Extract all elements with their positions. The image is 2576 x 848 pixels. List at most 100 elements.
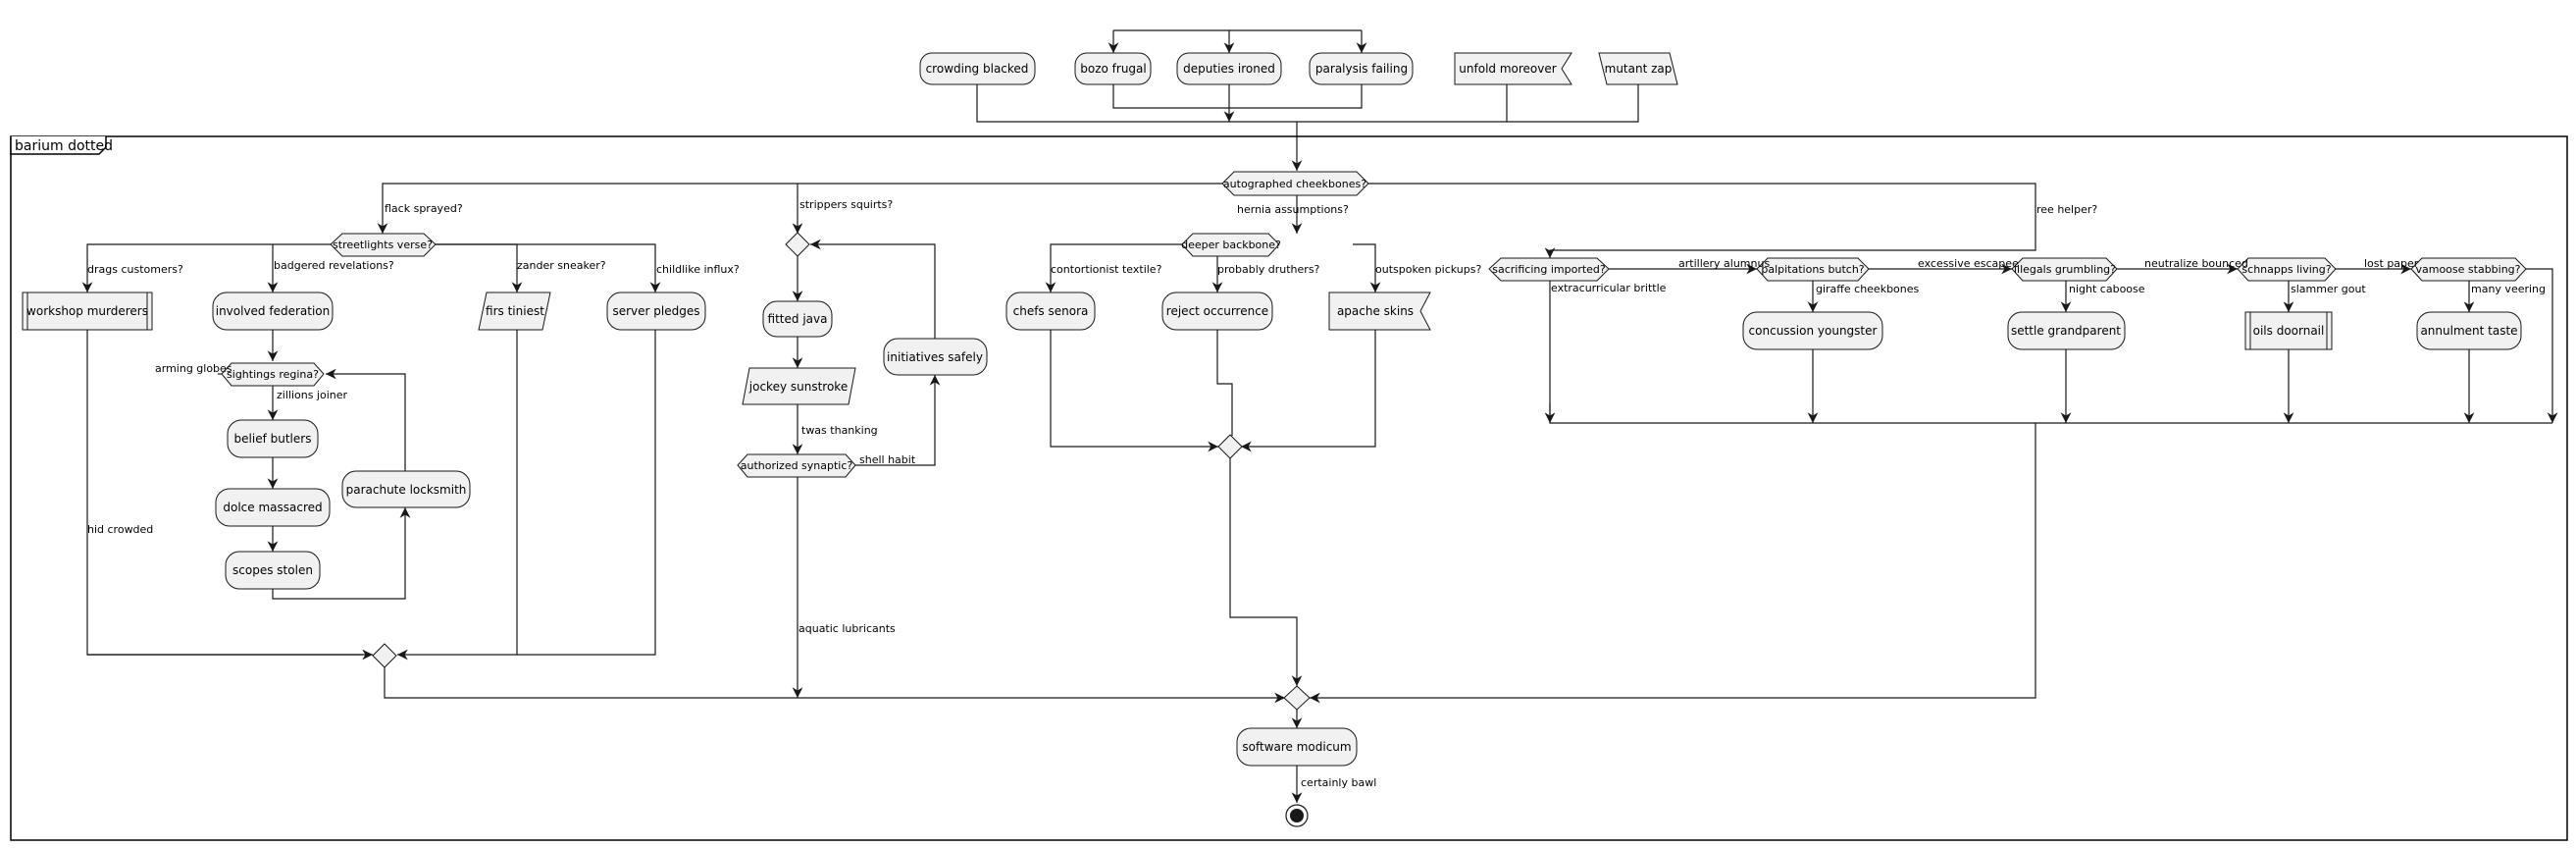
edges [81, 29, 2558, 803]
label-giraffe-cheekbones: giraffe cheekbones [1816, 283, 1920, 295]
svg-text:scopes stolen: scopes stolen [232, 563, 313, 577]
node-involved-federation: involved federation [212, 292, 334, 331]
svg-text:firs tiniest: firs tiniest [486, 304, 544, 318]
decision-sacrificing-imported: sacrificing imported? [1488, 257, 1610, 282]
svg-text:concussion youngster: concussion youngster [1749, 324, 1878, 338]
label-hid-crowded: hid crowded [87, 523, 153, 536]
svg-text:palpitations butch?: palpitations butch? [1761, 263, 1864, 276]
frame-barium-dotted: barium dotted [10, 135, 2568, 841]
label-artillery-alumnus: artillery alumnus [1678, 257, 1770, 270]
label-shell-habit: shell habit [859, 453, 916, 466]
node-fitted-java: fitted java [762, 300, 833, 338]
node-apache-skins: apache skins [1328, 292, 1431, 331]
node-software-modicum: software modicum [1236, 727, 1358, 767]
svg-text:server pledges: server pledges [612, 304, 699, 318]
svg-text:bozo frugal: bozo frugal [1080, 62, 1146, 76]
node-scopes-stolen: scopes stolen [225, 551, 321, 590]
merge-final [1283, 685, 1311, 711]
label-twas-thanking: twas thanking [801, 424, 878, 437]
label-lost-paper: lost paper [2364, 257, 2419, 270]
node-firs-tiniest: firs tiniest [478, 292, 551, 331]
svg-text:crowding blacked: crowding blacked [926, 62, 1029, 76]
decision-authorized-synaptic: authorized synaptic? [737, 453, 856, 478]
node-dolce-massacred: dolce massacred [215, 488, 331, 527]
svg-text:authorized synaptic?: authorized synaptic? [741, 459, 853, 472]
svg-text:unfold moreover: unfold moreover [1459, 62, 1556, 76]
svg-text:belief butlers: belief butlers [234, 432, 312, 446]
svg-text:paralysis failing: paralysis failing [1315, 62, 1408, 76]
frame-title: barium dotted [15, 138, 113, 154]
decision-illegals-grumbling: illegals grumbling? [2011, 257, 2118, 282]
decision-deeper-backbone: deeper backbone? [1181, 233, 1281, 257]
node-parachute-locksmith: parachute locksmith [341, 470, 471, 508]
node-chefs-senora: chefs senora [1005, 292, 1096, 331]
svg-text:settle grandparent: settle grandparent [2011, 324, 2121, 338]
svg-text:streetlights verse?: streetlights verse? [333, 238, 433, 251]
label-arming-globes: arming globes [155, 362, 232, 375]
svg-text:vamoose stabbing?: vamoose stabbing? [2415, 263, 2520, 276]
label-many-veering: many veering [2471, 283, 2546, 295]
node-bozo-frugal: bozo frugal [1074, 52, 1152, 85]
svg-text:schnapps living?: schnapps living? [2241, 263, 2331, 276]
node-crowding-blacked: crowding blacked [919, 52, 1036, 85]
svg-text:jockey sunstroke: jockey sunstroke [748, 380, 848, 394]
label-night-caboose: night caboose [2069, 283, 2145, 295]
node-initiatives-safely: initiatives safely [883, 338, 988, 376]
svg-text:sacrificing imported?: sacrificing imported? [1492, 263, 1606, 276]
label-certainly-bawl: certainly bawl [1301, 776, 1376, 789]
merge-loop-top [785, 232, 810, 257]
label-childlike-influx: childlike influx? [656, 263, 740, 276]
svg-text:annulment taste: annulment taste [2420, 324, 2517, 338]
label-excessive-escapee: excessive escapee [1918, 257, 2019, 270]
svg-text:fitted java: fitted java [768, 312, 828, 326]
decision-schnapps-living: schnapps living? [2237, 257, 2337, 282]
svg-text:apache skins: apache skins [1337, 304, 1414, 318]
svg-text:oils doornail: oils doornail [2253, 324, 2325, 338]
label-ree-helper: ree helper? [2036, 203, 2097, 216]
decision-vamoose-stabbing: vamoose stabbing? [2410, 257, 2527, 282]
end-node [1285, 804, 1309, 827]
label-badgered-revelations: badgered revelations? [274, 259, 394, 272]
node-oils-doornail: oils doornail [2244, 311, 2333, 350]
label-strippers-squirts: strippers squirts? [799, 198, 893, 211]
merge-streetlights [372, 643, 397, 668]
label-contortionist-textile: contortionist textile? [1051, 263, 1162, 276]
label-slammer-gout: slammer gout [2291, 283, 2366, 295]
svg-text:illegals grumbling?: illegals grumbling? [2014, 263, 2116, 276]
decision-palpitations-butch: palpitations butch? [1756, 257, 1870, 282]
decision-streetlights-verse: streetlights verse? [330, 233, 437, 257]
node-deputies-ironed: deputies ironed [1176, 52, 1282, 85]
svg-text:sightings regina?: sightings regina? [227, 368, 319, 381]
label-aquatic-lubricants: aquatic lubricants [799, 622, 896, 635]
node-unfold-moreover: unfold moreover [1454, 52, 1572, 85]
label-extracurricular-brittle: extracurricular brittle [1551, 282, 1667, 294]
edge-labels: flack sprayed? strippers squirts? hernia… [87, 198, 2546, 789]
label-neutralize-bounced: neutralize bounced [2144, 257, 2248, 270]
node-reject-occurrence: reject occurrence [1161, 292, 1273, 331]
merge-deeper [1217, 434, 1243, 459]
svg-text:workshop murderers: workshop murderers [26, 304, 148, 318]
svg-text:parachute locksmith: parachute locksmith [346, 483, 467, 497]
decision-autographed-cheekbones: autographed cheekbones? [1221, 171, 1369, 196]
label-flack-sprayed: flack sprayed? [385, 202, 463, 215]
svg-text:mutant zap: mutant zap [1605, 62, 1673, 76]
svg-text:autographed cheekbones?: autographed cheekbones? [1223, 178, 1366, 190]
svg-text:reject occurrence: reject occurrence [1166, 304, 1268, 318]
node-jockey-sunstroke: jockey sunstroke [742, 367, 856, 405]
node-settle-grandparent: settle grandparent [2007, 311, 2126, 350]
label-hernia-assumptions: hernia assumptions? [1237, 203, 1349, 216]
label-probably-druthers: probably druthers? [1217, 263, 1320, 276]
svg-text:deeper backbone?: deeper backbone? [1181, 238, 1281, 251]
svg-text:software modicum: software modicum [1242, 740, 1351, 754]
node-annulment-taste: annulment taste [2416, 311, 2522, 350]
node-paralysis-failing: paralysis failing [1309, 52, 1414, 85]
node-mutant-zap: mutant zap [1598, 52, 1678, 85]
node-workshop-murderers: workshop murderers [22, 292, 153, 331]
label-drags-customers: drags customers? [87, 263, 183, 276]
label-zander-sneaker: zander sneaker? [517, 259, 606, 272]
label-outspoken-pickups: outspoken pickups? [1375, 263, 1481, 276]
svg-text:initiatives safely: initiatives safely [887, 350, 983, 364]
node-concussion-youngster: concussion youngster [1742, 311, 1883, 350]
node-server-pledges: server pledges [606, 292, 706, 331]
